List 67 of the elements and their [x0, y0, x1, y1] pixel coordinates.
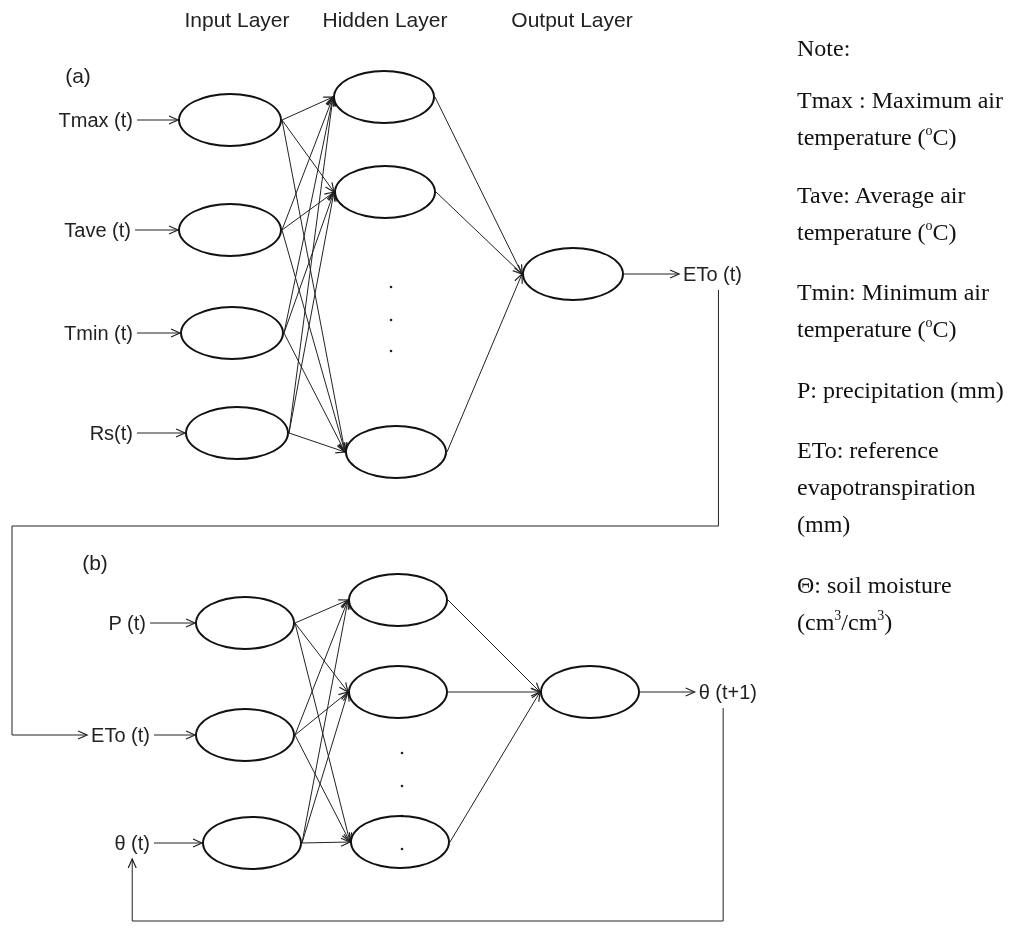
neuron-ellipse — [345, 425, 447, 479]
input-label: Tmax (t) — [58, 108, 133, 132]
arrow — [301, 691, 350, 844]
neuron-ellipse — [178, 203, 282, 257]
note-text: ETo: reference evapotranspiration (mm) — [797, 436, 977, 539]
arrow — [281, 96, 334, 121]
arrow — [136, 428, 186, 438]
input-label: ETo (t) — [91, 723, 150, 747]
neuron-ellipse — [195, 596, 295, 650]
layer-heading: Input Layer — [184, 8, 290, 32]
arrow — [283, 191, 336, 334]
input-label: Tmin (t) — [64, 321, 133, 345]
arrow — [623, 269, 680, 279]
arrow — [288, 191, 337, 434]
arrow — [281, 119, 335, 193]
arrow — [435, 191, 523, 275]
neuron-ellipse — [350, 815, 450, 869]
note-heading: Note: — [797, 34, 852, 63]
neuron-ellipse — [333, 70, 435, 124]
arrow — [136, 115, 179, 125]
arrow — [136, 328, 181, 338]
note-text: Tmin: Minimum air temperature ($^{o}$C) — [797, 278, 990, 344]
arrow — [294, 622, 349, 693]
output-label: ETo (t) — [683, 262, 742, 286]
feedback-arrow — [11, 289, 719, 740]
neuron-ellipse — [334, 165, 436, 219]
arrow — [447, 687, 541, 697]
neuron-ellipse — [348, 573, 448, 627]
arrow — [288, 432, 346, 454]
neuron-ellipse — [540, 665, 640, 719]
neuron-ellipse — [202, 816, 302, 870]
input-label: Rs(t) — [89, 421, 133, 445]
arrow — [449, 691, 541, 843]
arrow — [149, 618, 196, 628]
arrow — [639, 687, 696, 697]
note-text: Tave: Average air temperature ($^{o}$C) — [797, 181, 967, 247]
arrow — [134, 225, 179, 235]
arrow — [153, 838, 203, 848]
arrow — [301, 837, 351, 847]
neuron-ellipse — [178, 93, 282, 147]
neuron-ellipse — [195, 708, 295, 762]
arrow — [434, 96, 523, 275]
arrow — [446, 273, 523, 453]
feedback-arrow — [127, 707, 724, 922]
note-text: Θ: soil moisture (cm$^{3}$/cm$^{3}$) — [797, 571, 953, 637]
input-label: θ (t) — [114, 831, 150, 855]
note-text: Tmax : Maximum air temperature ($^{o}$C) — [797, 86, 1004, 152]
input-label: P (t) — [108, 611, 146, 635]
layer-heading: Output Layer — [511, 8, 633, 32]
arrow — [294, 599, 349, 624]
output-label: θ (t+1) — [698, 680, 757, 704]
arrow — [447, 599, 541, 693]
input-label: Tave (t) — [64, 218, 131, 242]
neuron-ellipse — [180, 306, 284, 360]
panel-label: (a) — [65, 64, 91, 88]
neuron-ellipse — [348, 665, 448, 719]
note-text: P: precipitation (mm) — [797, 376, 1005, 405]
layer-heading: Hidden Layer — [322, 8, 448, 32]
arrow — [153, 730, 196, 740]
arrow — [294, 599, 350, 736]
arrow — [281, 191, 335, 231]
arrow — [283, 332, 346, 453]
neuron-ellipse — [522, 247, 624, 301]
neuron-ellipse — [185, 406, 289, 460]
arrow — [294, 691, 349, 736]
panel-label: (b) — [82, 551, 108, 575]
arrow — [294, 734, 351, 843]
